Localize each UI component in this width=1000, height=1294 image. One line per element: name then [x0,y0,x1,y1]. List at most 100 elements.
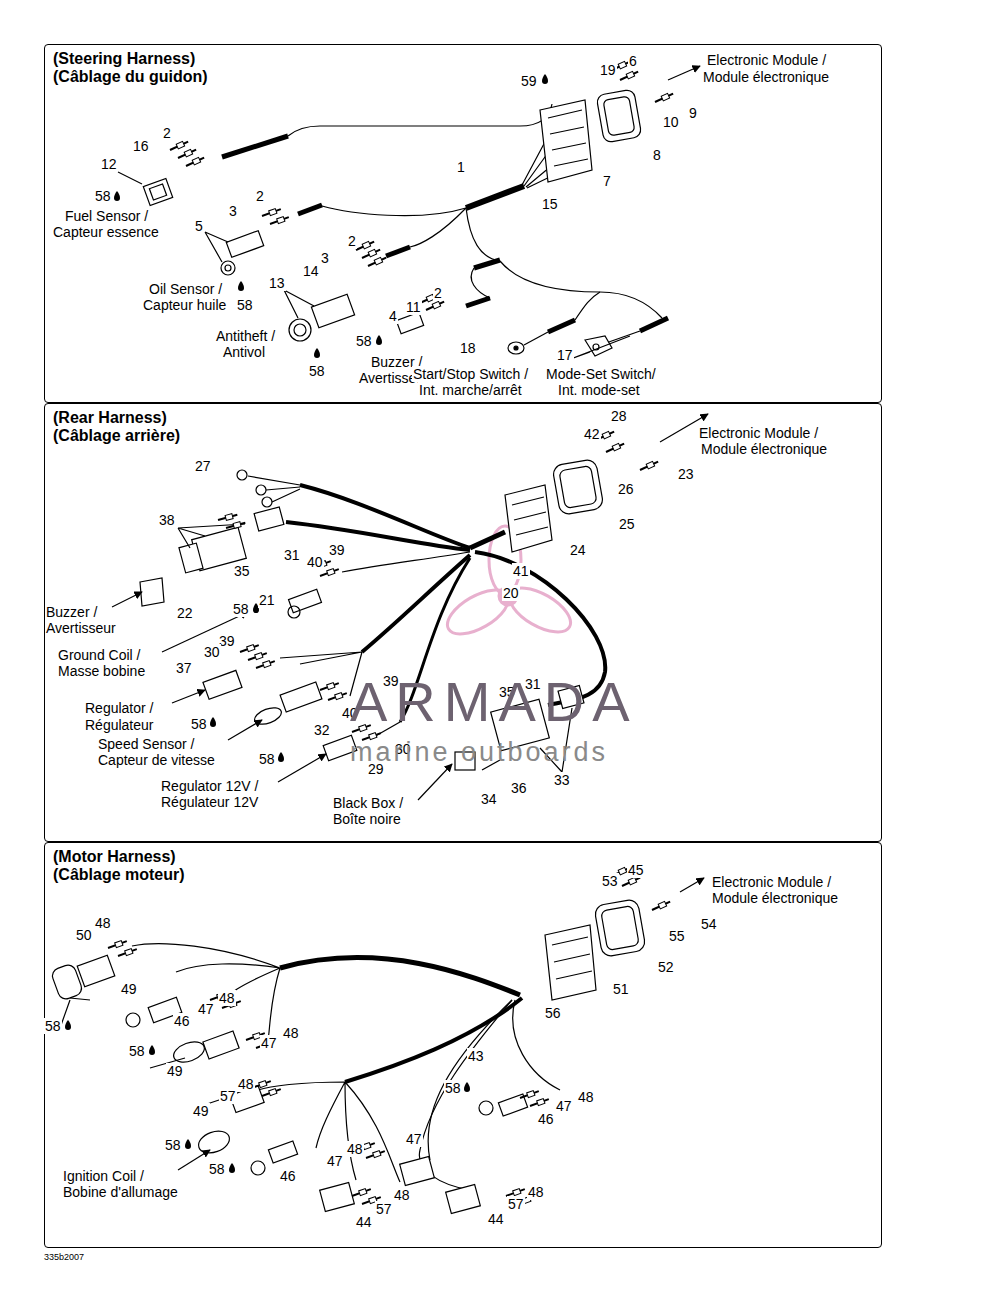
steering-harness-drawing [410,208,466,247]
terminal-crimp [646,461,654,468]
rear-harness-drawing [172,690,205,703]
callout-number: 13 [268,275,286,291]
steering-harness-drawing [640,318,668,331]
part-label: Buzzer / [45,604,98,620]
callout-number: 44 [487,1211,505,1227]
part-label: Int. marche/arrêt [418,382,523,398]
figure-code: 335b2007 [44,1252,84,1262]
motor-harness-drawing [419,1000,512,1190]
steering-harness-drawing [289,319,311,341]
sealant-drop [65,1020,71,1030]
terminal-pin [247,651,268,663]
motor-harness-drawing [178,1150,210,1170]
motor-harness-drawing [268,1141,297,1163]
part-label: Capteur de vitesse [97,752,216,768]
callout-number: 50 [75,927,93,943]
motor-harness-drawing [280,958,520,995]
callout-number: 48 [282,1025,300,1041]
steering-harness-drawing [596,89,642,143]
callout-number: 53 [601,873,619,889]
callout-number: 32 [313,722,331,738]
terminal-crimp [233,522,241,529]
terminal-crimp [225,514,233,521]
part-label: Module électronique [700,441,828,457]
terminal-pin [169,139,189,152]
motor-harness-drawing [479,1101,493,1115]
steering-harness-drawing [466,186,524,208]
terminal-pin [426,302,444,310]
sealant-drop [114,191,120,201]
callout-number: 57 [219,1088,237,1104]
steering-harness-drawing [311,294,354,328]
terminal-pin [519,1089,540,1101]
terminal-crimp [374,257,382,264]
callout-number: 24 [569,542,587,558]
callout-number: 2 [433,285,443,301]
part-label: Int. mode-set [557,382,641,398]
rear-harness-drawing [470,532,505,548]
terminal-crimp [125,949,133,956]
terminal-pin [261,207,282,219]
steering-harness-drawing [226,231,263,258]
panel-heading: (Câblage arrière) [53,427,180,445]
terminal-crimp [192,157,200,164]
terminal-pin [520,1091,539,1098]
terminal-pin [605,441,625,454]
callout-number: 16 [132,138,150,154]
steering-harness-drawing [548,320,575,332]
sealant-drop [376,335,382,345]
motor-harness-drawing [680,878,704,892]
steering-harness-drawing [288,104,552,136]
callout-number: 14 [302,263,320,279]
callout-number: 47 [260,1035,278,1051]
terminal-pin [108,941,127,948]
terminal-pin [256,661,275,668]
terminal-pin [639,459,659,472]
callout-number: 58 [208,1161,226,1177]
rear-harness-drawing [254,507,284,531]
terminal-pin [425,299,445,312]
steering-harness-drawing [524,332,548,345]
terminal-crimp [269,209,277,216]
callout-number: 21 [258,592,276,608]
sealant-drop [278,752,284,762]
terminal-crimp [115,941,123,948]
terminal-pin [240,645,259,652]
callout-number: 2 [255,188,265,204]
steering-harness-drawing [322,206,466,216]
motor-harness-drawing [60,998,225,1108]
terminal-pin [622,878,640,886]
steering-harness-drawing [284,290,314,318]
panel-heading: (Câblage moteur) [53,866,185,884]
terminal-crimp [335,693,343,700]
terminal-pin [651,899,671,912]
part-label: Regulator 12V / [160,778,259,794]
part-label: Regulator / [84,700,154,716]
terminal-pin [365,1149,386,1161]
part-label: Capteur essence [52,224,160,240]
steering-harness-drawing [568,336,630,360]
terminal-crimp [432,301,440,308]
callout-number: 58 [44,1018,62,1034]
callout-number: 58 [258,751,276,767]
callout-number: 30 [203,644,221,660]
terminal-pin [366,1151,385,1158]
terminal-pin [530,1099,549,1106]
terminal-crimp [176,141,184,148]
terminal-pin [619,69,639,82]
steering-harness-drawing [514,346,518,350]
motor-harness-drawing [258,1082,400,1182]
harness-panel: (Rear Harness)(Câblage arrière) [44,403,882,842]
terminal-crimp [373,1151,381,1158]
watermark: ARMADA [350,672,638,732]
motor-harness-drawing [77,955,115,987]
callout-number: 1 [456,159,466,175]
part-label: Capteur huile [142,297,227,313]
rear-harness-drawing [280,682,322,712]
callout-number: 46 [279,1168,297,1184]
steering-harness-drawing [118,66,700,360]
terminal-pin [252,1081,271,1088]
terminal-crimp [327,569,335,576]
callout-number: 38 [158,512,176,528]
steering-harness-drawing [508,342,524,354]
